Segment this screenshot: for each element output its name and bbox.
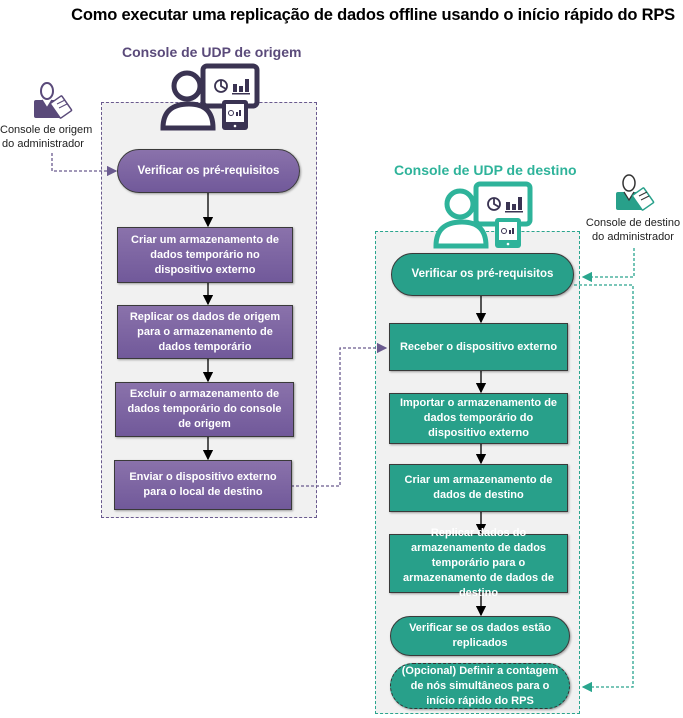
destination-admin-label-line1: Console de destino bbox=[585, 217, 681, 229]
source-step-send-external-device[interactable]: Enviar o dispositivo externo para o loca… bbox=[114, 460, 292, 510]
destination-step-optional-concurrent-nodes[interactable]: (Opcional) Definir a contagem de nós sim… bbox=[390, 663, 570, 709]
destination-admin-label: Console de destino do administrador bbox=[583, 216, 683, 244]
destination-admin-icon bbox=[616, 174, 655, 211]
destination-step-replicate-to-destination[interactable]: Replicar dados do armazenamento de dados… bbox=[389, 527, 568, 599]
source-admin-label-line2: do administrador bbox=[2, 138, 84, 150]
source-admin-label: Console de origem do administrador bbox=[0, 123, 93, 151]
destination-optional-connector bbox=[574, 284, 634, 693]
source-console-icon bbox=[160, 63, 260, 131]
destination-step-import-temp-datastore[interactable]: Importar o armazenamento de dados tempor… bbox=[389, 393, 568, 444]
source-admin-label-line1: Console de origem bbox=[0, 124, 93, 136]
source-console-title: Console de UDP de origem bbox=[122, 44, 302, 60]
source-step-create-temp-datastore[interactable]: Criar um armazenamento de dados temporár… bbox=[117, 227, 293, 283]
destination-step-verify-prerequisites[interactable]: Verificar os pré-requisitos bbox=[391, 253, 574, 296]
destination-step-create-destination-datastore[interactable]: Criar um armazenamento de dados de desti… bbox=[389, 464, 568, 512]
destination-console-icon bbox=[433, 181, 533, 249]
destination-admin-connector bbox=[581, 248, 635, 283]
destination-step-verify-replicated[interactable]: Verificar se os dados estão replicados bbox=[390, 616, 570, 656]
source-admin-icon bbox=[34, 82, 73, 119]
source-step-replicate-source-data[interactable]: Replicar os dados de origem para o armaz… bbox=[117, 305, 293, 359]
destination-console-title: Console de UDP de destino bbox=[394, 162, 577, 178]
diagram-title: Como executar uma replicação de dados of… bbox=[71, 6, 675, 24]
destination-step-receive-external-device[interactable]: Receber o dispositivo externo bbox=[389, 323, 568, 371]
source-step-verify-prerequisites[interactable]: Verificar os pré-requisitos bbox=[117, 149, 300, 193]
source-step-delete-temp-datastore[interactable]: Excluir o armazenamento de dados temporá… bbox=[115, 382, 294, 437]
destination-admin-label-line2: do administrador bbox=[592, 231, 674, 243]
